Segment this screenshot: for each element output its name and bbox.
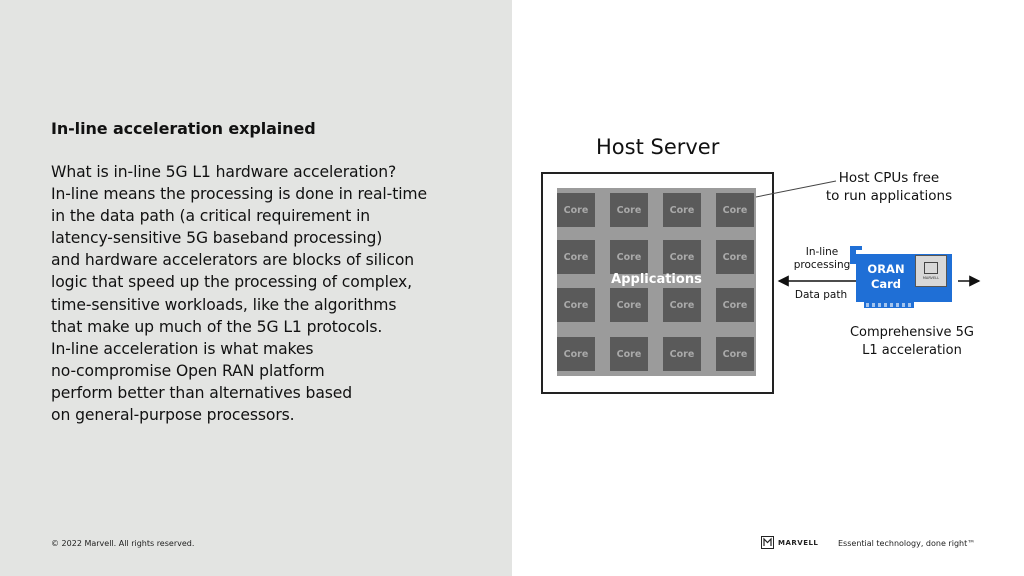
body-line: in the data path (a critical requirement… (51, 207, 371, 226)
core-block: Core (610, 240, 648, 274)
card-line: Card (870, 277, 902, 291)
inline-line: processing (793, 259, 851, 271)
body-line: logic that speed up the processing of co… (51, 273, 413, 292)
chip-logo-mark (924, 262, 938, 274)
core-block: Core (716, 193, 754, 227)
brand-name: MARVELL (778, 538, 819, 547)
body-text: What is in-line 5G L1 hardware accelerat… (51, 161, 491, 426)
body-line: In-line acceleration is what makes (51, 339, 314, 358)
body-line: time-sensitive workloads, like the algor… (51, 295, 397, 314)
oran-card-label: ORAN Card (862, 262, 910, 292)
body-line: latency-sensitive 5G baseband processing… (51, 229, 383, 248)
body-line: that make up much of the 5G L1 protocols… (51, 317, 383, 336)
body-line: and hardware accelerators are blocks of … (51, 251, 415, 270)
core-block: Core (557, 288, 595, 322)
left-panel (0, 0, 512, 576)
core-block: Core (716, 337, 754, 371)
core-block: Core (663, 240, 701, 274)
marvell-logo-icon (761, 536, 774, 549)
comprehensive-acceleration-label: Comprehensive 5G L1 acceleration (840, 324, 984, 360)
core-block: Core (663, 193, 701, 227)
body-line: In-line means the processing is done in … (51, 185, 428, 204)
card-line: ORAN (867, 262, 905, 276)
inline-line: In-line (805, 246, 839, 258)
inline-processing-label: In-line processing (786, 246, 858, 272)
chip-icon: MARVELL (915, 255, 947, 287)
core-block: Core (610, 288, 648, 322)
slide-heading: In-line acceleration explained (51, 119, 316, 138)
tagline: Essential technology, done right™ (838, 539, 976, 548)
core-block: Core (663, 288, 701, 322)
data-path-label: Data path (794, 289, 848, 301)
core-block: Core (557, 337, 595, 371)
host-server-title: Host Server (596, 135, 720, 159)
body-line: perform better than alternatives based (51, 383, 353, 402)
core-block: Core (557, 193, 595, 227)
body-line: on general-purpose processors. (51, 406, 295, 425)
callout-line: to run applications (825, 188, 953, 204)
core-block: Core (557, 240, 595, 274)
applications-label: Applications (611, 272, 702, 287)
body-line: What is in-line 5G L1 hardware accelerat… (51, 163, 397, 181)
chip-brand: MARVELL (922, 276, 940, 280)
callout-line: Host CPUs free (838, 170, 940, 186)
comprehensive-line: L1 acceleration (862, 343, 962, 358)
core-block: Core (610, 193, 648, 227)
core-block: Core (663, 337, 701, 371)
body-line: no-compromise Open RAN platform (51, 361, 325, 380)
core-block: Core (610, 337, 648, 371)
comprehensive-line: Comprehensive 5G (849, 325, 975, 340)
marvell-logo: MARVELL (761, 536, 818, 549)
core-block: Core (716, 288, 754, 322)
host-cpu-callout: Host CPUs free to run applications (808, 169, 970, 205)
core-block: Core (716, 240, 754, 274)
copyright-notice: © 2022 Marvell. All rights reserved. (51, 539, 195, 548)
